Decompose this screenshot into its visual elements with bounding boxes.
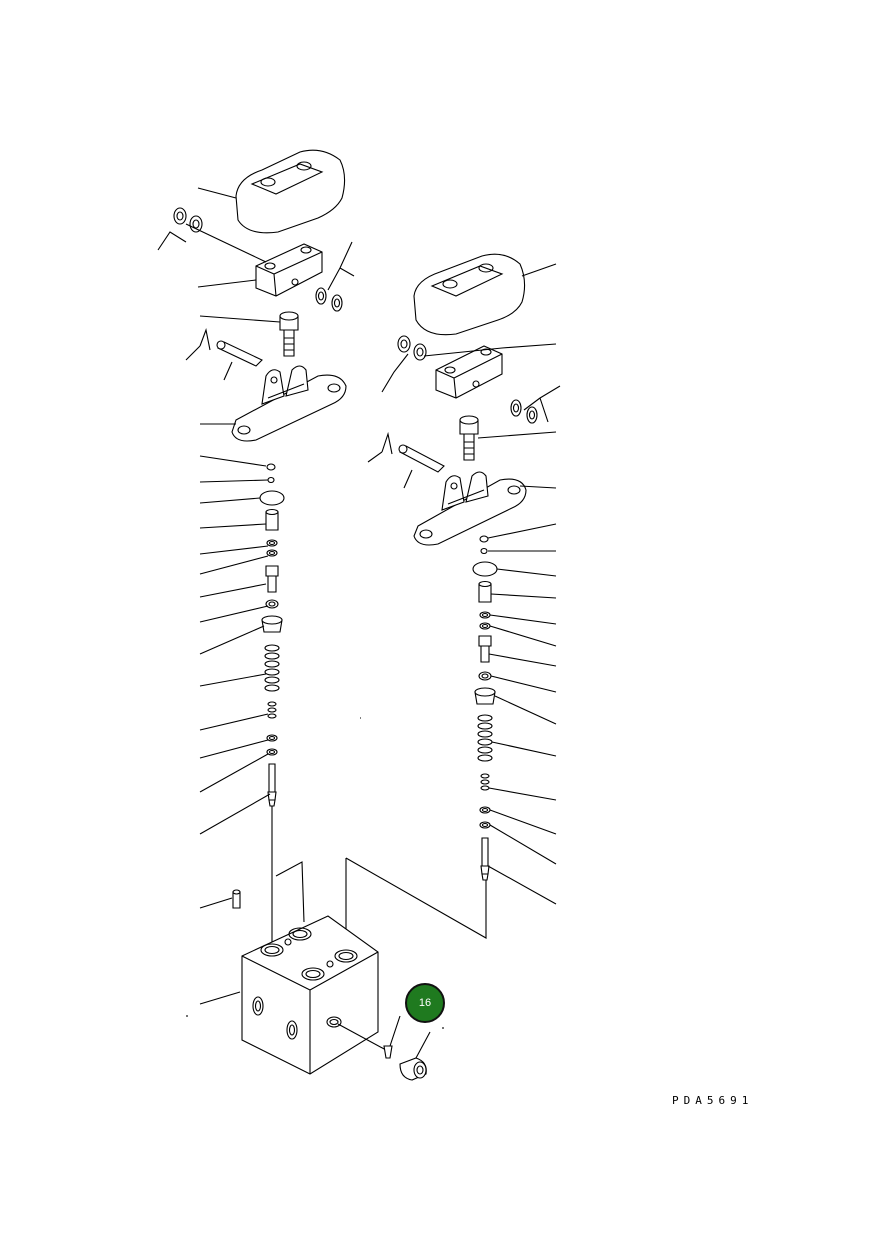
callout-badge[interactable]: 16 — [405, 983, 445, 1023]
left-seal-stack — [259, 463, 285, 633]
stray-marks — [186, 717, 444, 1029]
drawing-id-label: PDA5691 — [672, 1094, 754, 1107]
left-spring-part — [264, 644, 280, 692]
valve-body-part — [241, 915, 387, 1075]
right-seal-stack — [472, 535, 498, 705]
right-spring-part — [477, 714, 493, 762]
left-pin-part — [199, 328, 263, 367]
right-leader-lines — [367, 263, 561, 905]
left-cover-part — [235, 149, 346, 234]
left-base-part — [231, 365, 347, 442]
right-valve-stack — [367, 253, 561, 905]
right-washer-pair-upper — [397, 335, 427, 361]
left-block-part — [255, 243, 323, 297]
right-block-part — [435, 345, 503, 399]
right-retainers — [479, 806, 491, 829]
right-washer-pair-side — [510, 399, 538, 424]
right-base-part — [413, 471, 527, 546]
plug-part — [383, 1015, 431, 1081]
left-leader-lines — [157, 187, 355, 1005]
right-spool-part — [480, 837, 490, 881]
left-washer-pair-side — [315, 287, 343, 312]
right-bolt-part — [459, 415, 479, 461]
left-valve-stack — [157, 149, 355, 1005]
right-small-spring — [480, 773, 490, 791]
right-pin-part — [381, 431, 445, 473]
left-small-spring — [267, 701, 277, 719]
left-washer-pair-upper — [173, 207, 203, 233]
left-spool-part — [267, 763, 277, 807]
left-dowel-part — [232, 889, 241, 909]
left-bolt-part — [279, 311, 299, 357]
right-cover-part — [413, 253, 526, 336]
callout-label: 16 — [418, 997, 432, 1009]
left-retainers — [266, 734, 278, 756]
